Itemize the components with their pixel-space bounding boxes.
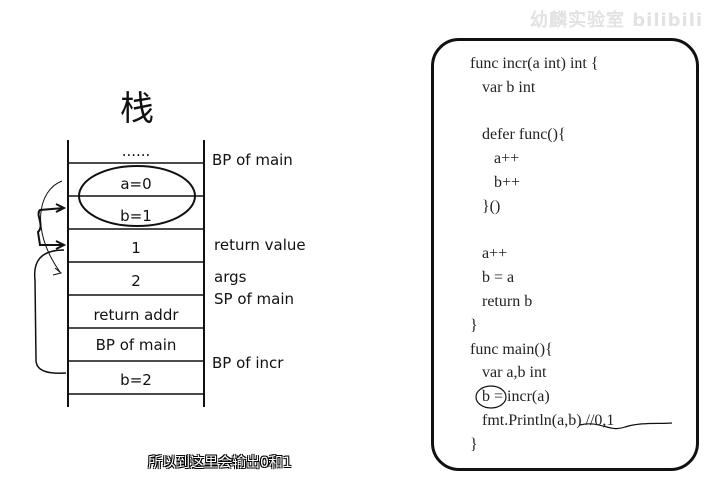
code-line: fmt.Println(a,b) //0,1 (470, 411, 615, 429)
stack-cell: 2 (131, 272, 141, 290)
stack-cell: 1 (131, 239, 141, 257)
stack-cell: b=2 (120, 371, 152, 389)
stack-cell: a=0 (120, 175, 151, 193)
code-line: a++ (470, 150, 520, 168)
label-args: args (214, 268, 247, 286)
code-line: b = a (470, 269, 515, 287)
code-line (470, 219, 614, 243)
code-line: var a,b int (470, 364, 547, 382)
label-sp-of-main: SP of main (214, 290, 294, 308)
highlight-ellipse (78, 165, 196, 227)
stack-cell: return addr (93, 306, 179, 324)
code-line: return b (470, 292, 533, 310)
code-line (470, 100, 614, 124)
stack-title: 栈 (120, 89, 154, 129)
code-line: } (470, 316, 478, 334)
stack-cell: BP of main (96, 336, 177, 354)
code-line: a++ (470, 245, 508, 263)
label-return-value: return value (214, 236, 306, 254)
arrows (33, 180, 67, 374)
code-line: func incr(a int) int { (470, 55, 599, 72)
watermark: 幼麟实验室 bilibili (530, 10, 704, 31)
code-listing: func incr(a int) int { var b int defer f… (470, 52, 614, 457)
subtitle: 所以到这里会输出0和1 (148, 455, 292, 471)
code-line: defer func(){ (470, 126, 566, 144)
code-line: }() (470, 197, 501, 215)
code-line: func main(){ (470, 340, 553, 358)
code-line: } (470, 435, 478, 453)
code-line: b = incr(a) (470, 388, 550, 406)
code-line: b++ (470, 173, 521, 191)
label-bp-of-main: BP of main (212, 151, 293, 169)
code-panel (431, 38, 699, 471)
label-bp-of-incr: BP of incr (212, 354, 284, 372)
stack-cell: b=1 (120, 207, 152, 225)
stack-cell: ...... (122, 142, 151, 160)
stack-cells: ...... a=0 b=1 1 2 return addr BP of mai… (93, 142, 179, 389)
code-line: var b int (470, 78, 536, 96)
